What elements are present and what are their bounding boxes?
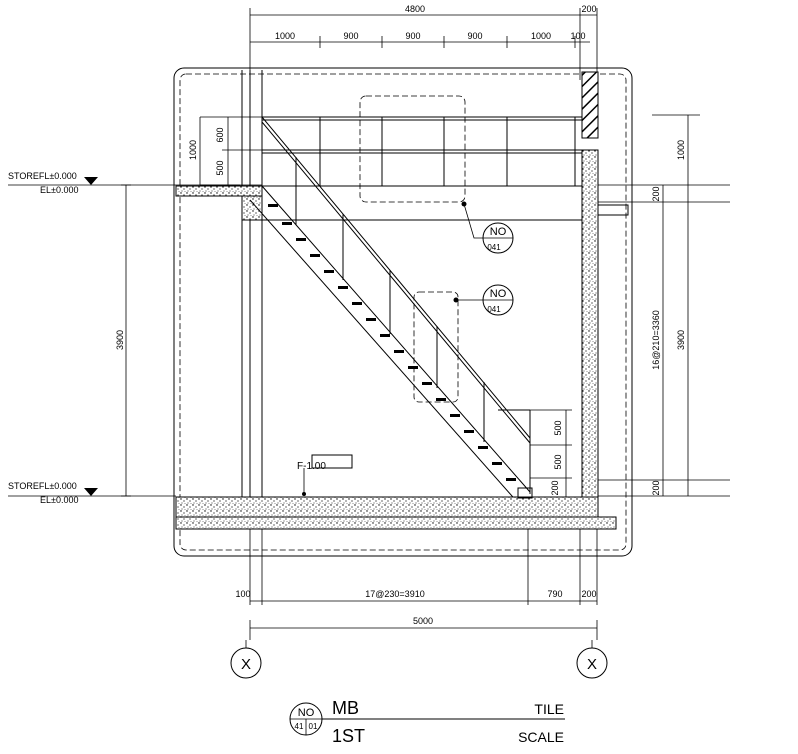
dim-top-seg-5: 1000 [531,31,551,41]
dim-right-top-200: 200 [651,186,661,201]
stair-treads [268,204,516,481]
dim-top-seg-4: 900 [467,31,482,41]
svg-text:X: X [587,656,597,673]
title-block: NO 41 01 MB TILE 1ST SCALE [289,698,565,746]
bottom-dimensions: 100 17@230=3910 790 200 5000 [235,589,598,640]
lower-floor-topping [175,516,617,530]
title-name-label: TILE [534,701,564,717]
left-rail-dimensions: 1000 600 500 [188,116,262,186]
top-dimensions: 4800 200 1000 900 900 900 1000 100 [249,4,598,80]
dim-left-rail-upper: 600 [215,127,225,142]
right-wall-parapet [581,71,599,139]
title-name: MB [332,698,359,718]
dim-top-seg-1: 1000 [275,31,295,41]
dim-right-risers: 16@210=3360 [651,310,661,369]
lower-rail-dimensions: 500 500 200 [530,409,572,497]
upper-landing-edge [597,204,629,216]
grid-bubble-right: X [576,640,608,679]
dim-rail-lower-a: 500 [553,420,563,435]
dim-bottom-treads: 17@230=3910 [365,589,424,599]
lower-floor-label: STOREFL±0.000 [8,481,77,491]
dim-rail-lower-b: 500 [553,454,563,469]
title-scale: 1ST [332,726,365,746]
stair-foot-block [517,487,533,499]
svg-text:X: X [241,656,251,673]
dim-left-height: 3900 [115,330,125,350]
outer-frame [173,67,633,557]
title-scale-label: SCALE [518,729,564,745]
dim-bottom-total: 5000 [413,616,433,626]
dim-right-height: 3900 [676,330,686,350]
dim-bottom-right-200: 200 [581,589,596,599]
inner-dashed-frame [179,73,627,551]
dim-top-seg-2: 900 [343,31,358,41]
dim-top-total: 4800 [405,4,425,14]
grid-bubble-left: X [230,640,262,679]
callout-1: NO 041 [461,201,514,254]
upper-floor-label: STOREFL±0.000 [8,171,77,181]
dim-left-rail-total: 1000 [188,140,198,160]
upper-el-label: EL±0.000 [40,185,78,195]
title-bubble-left: 41 [295,722,304,731]
lower-floor-slab [175,496,599,518]
landing-hidden-outline [359,95,466,203]
left-height-dimension: 3900 [115,184,131,497]
callout-2-bottom: 041 [487,305,501,314]
dim-top-seg-6: 100 [570,31,585,41]
title-bubble-right: 01 [309,722,318,731]
callout-2: NO 041 [453,284,514,316]
dim-top-seg-3: 900 [405,31,420,41]
dim-left-rail-lower: 500 [215,160,225,175]
lower-el-label: EL±0.000 [40,495,78,505]
dim-bottom-790: 790 [547,589,562,599]
lower-level-marker: STOREFL±0.000 EL±0.000 [8,481,176,505]
dim-right-bottom-200: 200 [651,480,661,495]
dim-right-rail-total: 1000 [676,140,686,160]
right-wall [581,149,599,499]
stair-flight [249,116,531,506]
finish-tag: F-1.00 [297,454,353,496]
upper-guardrail [262,116,582,186]
dim-top-right-wall: 200 [581,4,596,14]
title-bubble-top: NO [298,707,315,719]
flight-detail-outline [413,291,459,403]
upper-slab-left-beam [241,195,263,221]
callout-1-bottom: 041 [487,243,501,252]
upper-slab-left [175,185,263,197]
callout-2-top: NO [490,288,507,300]
svg-text:F-1.00: F-1.00 [297,461,326,472]
dim-bottom-step-200: 200 [550,480,560,495]
dim-bottom-left-100: 100 [235,589,250,599]
callout-1-top: NO [490,226,507,238]
right-dimensions: 200 1000 16@210=3360 3900 200 [598,114,730,497]
